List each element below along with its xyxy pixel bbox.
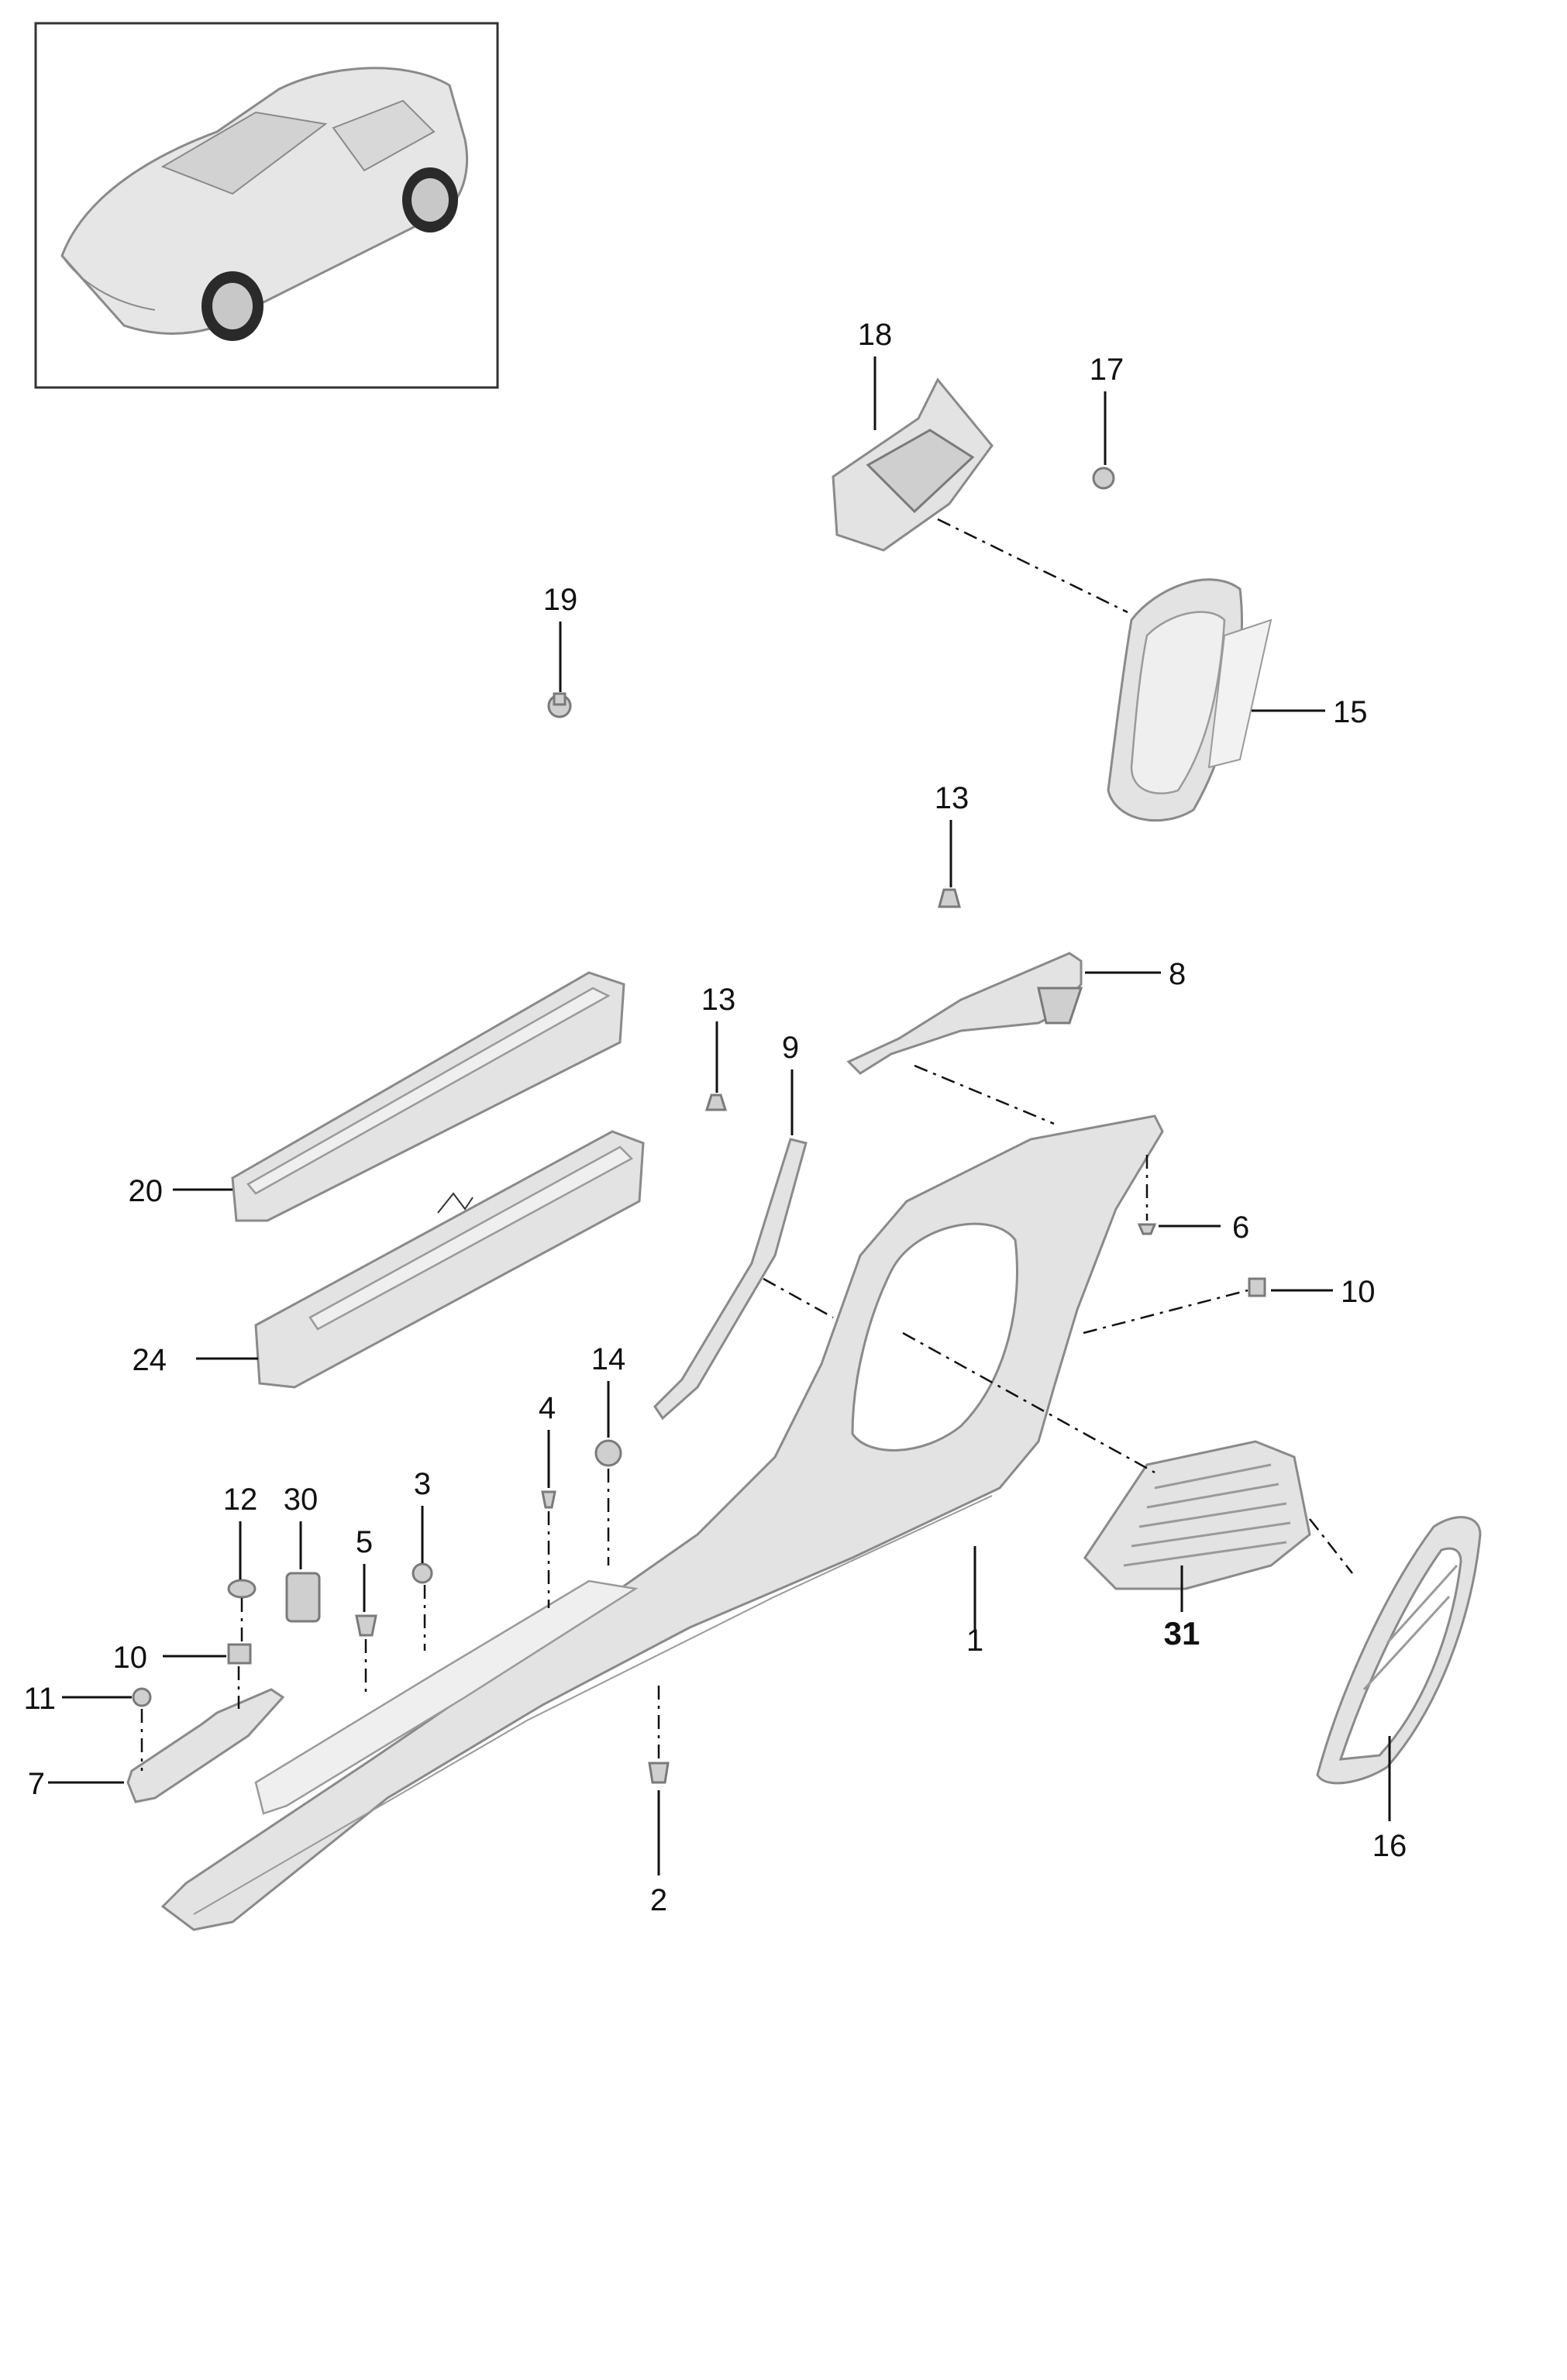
callout-19: 19 xyxy=(543,583,578,617)
part-8-bracket xyxy=(846,952,1083,1075)
part-7-sill-bracket xyxy=(126,1688,285,1803)
part-12-clip xyxy=(227,1579,257,1599)
callout-10-left: 10 xyxy=(113,1641,148,1675)
part-9-trim-strip xyxy=(653,1138,808,1421)
callout-7: 7 xyxy=(28,1767,45,1801)
leader-lines xyxy=(48,356,1391,1875)
part-14-clip xyxy=(594,1439,622,1467)
callout-13-upper: 13 xyxy=(935,781,969,815)
callout-16: 16 xyxy=(1372,1829,1407,1863)
callout-9: 9 xyxy=(782,1031,799,1065)
part-13-clip-lower xyxy=(704,1094,728,1111)
callout-10-right: 10 xyxy=(1341,1275,1376,1309)
part-6-clip xyxy=(1137,1223,1157,1235)
part-10-clip-right xyxy=(1248,1277,1266,1297)
callout-18: 18 xyxy=(858,318,893,352)
vehicle-thumbnail xyxy=(34,22,499,389)
part-18-air-duct xyxy=(832,377,994,552)
callout-3: 3 xyxy=(414,1467,431,1501)
part-4-clip xyxy=(541,1490,556,1509)
part-16-grille-frame xyxy=(1316,1516,1482,1785)
part-15-air-intake-frame xyxy=(1107,578,1273,822)
part-19-bolt xyxy=(547,692,572,718)
callout-5: 5 xyxy=(356,1525,373,1559)
callout-8: 8 xyxy=(1169,957,1186,991)
part-11-screw xyxy=(132,1687,152,1707)
callout-1: 1 xyxy=(966,1624,983,1658)
callout-13-lower: 13 xyxy=(701,983,736,1017)
callout-30: 30 xyxy=(284,1483,319,1517)
part-1-side-sill-panel xyxy=(160,1114,1164,1931)
part-2-clip xyxy=(648,1762,670,1784)
part-10-clip-left xyxy=(227,1643,252,1665)
callout-11: 11 xyxy=(23,1682,56,1716)
callout-15: 15 xyxy=(1333,695,1368,729)
callout-24: 24 xyxy=(133,1343,167,1377)
part-24-sill-plate xyxy=(254,1130,645,1389)
callout-17: 17 xyxy=(1090,353,1124,387)
part-5-clip xyxy=(355,1614,377,1637)
part-17-clip xyxy=(1092,467,1115,490)
part-31-grille-insert xyxy=(1083,1440,1311,1590)
part-13-clip-upper xyxy=(938,888,961,908)
callout-labels: 18 17 19 15 13 8 13 9 20 6 10 24 14 4 3 … xyxy=(23,318,1407,1917)
callout-31: 31 xyxy=(1164,1615,1200,1652)
part-3-clip xyxy=(412,1562,433,1584)
callout-20: 20 xyxy=(129,1174,164,1208)
callout-4: 4 xyxy=(539,1391,556,1425)
part-30-cap xyxy=(285,1572,321,1623)
callout-14: 14 xyxy=(591,1342,626,1376)
callout-6: 6 xyxy=(1232,1211,1249,1245)
part-20-sill-plate xyxy=(231,971,625,1222)
callout-12: 12 xyxy=(223,1483,258,1517)
callout-2: 2 xyxy=(650,1883,667,1917)
assembly-lines xyxy=(140,518,1353,1771)
